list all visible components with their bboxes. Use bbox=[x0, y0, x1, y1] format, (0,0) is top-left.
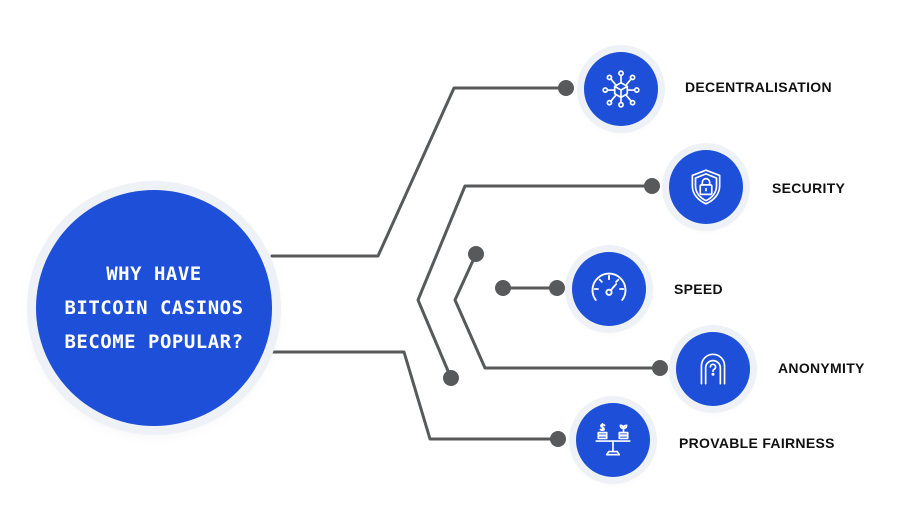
central-question-line: BITCOIN CASINOS bbox=[64, 297, 244, 319]
connector-dot bbox=[549, 280, 565, 296]
reason-label-anonymity: ANONYMITY bbox=[778, 360, 865, 376]
anonymity-node bbox=[676, 332, 750, 406]
reason-label-provable-fairness: PROVABLE FAIRNESS bbox=[679, 435, 835, 451]
network-cube-icon bbox=[602, 70, 640, 108]
connector-dot bbox=[495, 280, 511, 296]
speedometer-icon bbox=[591, 272, 627, 301]
central-question-line: BECOME POPULAR? bbox=[64, 331, 244, 353]
connector-decentralisation bbox=[270, 86, 568, 258]
connector-dot bbox=[652, 360, 668, 376]
central-question-line: WHY HAVE bbox=[106, 263, 202, 285]
connector-anonymity bbox=[453, 252, 662, 370]
decentralisation-node bbox=[584, 52, 658, 126]
provable-fairness-node bbox=[576, 403, 650, 477]
connector-dot bbox=[558, 80, 574, 96]
reason-label-speed: SPEED bbox=[674, 281, 723, 297]
hooded-figure-icon bbox=[700, 353, 726, 385]
speed-node bbox=[572, 252, 646, 326]
central-question-circle: WHY HAVE BITCOIN CASINOS BECOME POPULAR? bbox=[36, 190, 272, 426]
reason-label-security: SECURITY bbox=[772, 180, 846, 196]
security-node bbox=[669, 150, 743, 224]
reason-label-decentralisation: DECENTRALISATION bbox=[685, 79, 832, 95]
connector-provable-fairness bbox=[270, 350, 560, 441]
connector-dot bbox=[468, 246, 484, 262]
central-question: WHY HAVE BITCOIN CASINOS BECOME POPULAR? bbox=[59, 257, 249, 359]
connector-dot bbox=[443, 370, 459, 386]
connector-dot bbox=[644, 178, 660, 194]
balance-scale-icon bbox=[595, 422, 631, 456]
shield-lock-icon bbox=[691, 169, 721, 205]
connector-security bbox=[416, 184, 654, 380]
connector-dot bbox=[550, 431, 566, 447]
